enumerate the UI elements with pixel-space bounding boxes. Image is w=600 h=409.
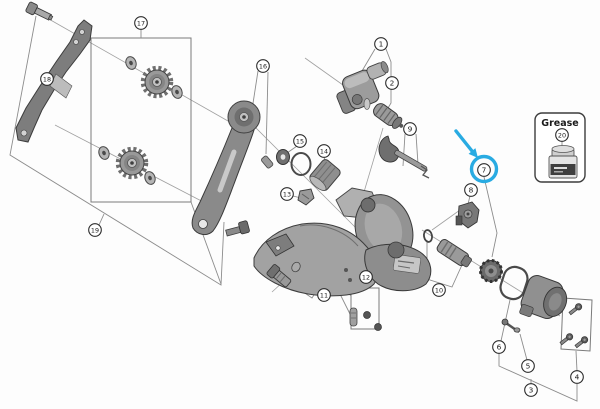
cage-stopper-bolt [225, 220, 250, 237]
cable-fixing-bolt [501, 318, 521, 334]
callout-18: 18 [40, 72, 54, 86]
svg-text:13: 13 [283, 190, 291, 198]
svg-text:4: 4 [575, 372, 580, 381]
callout-10: 10 [432, 283, 446, 297]
svg-text:11: 11 [320, 291, 328, 299]
leader-lines [9, 15, 593, 402]
bracket-tab [265, 233, 295, 257]
callout-9: 9 [403, 122, 417, 136]
callout-1: 1 [374, 37, 388, 51]
callout-16: 16 [256, 59, 270, 73]
motor-cover [519, 275, 568, 319]
callout-13: 13 [280, 187, 294, 201]
highlight [454, 129, 499, 184]
callout-17: 17 [134, 16, 148, 30]
svg-text:9: 9 [408, 124, 413, 133]
pivot-bushing [309, 159, 341, 191]
callout-8: 8 [464, 183, 478, 197]
lower-pulley-set [96, 144, 158, 187]
svg-text:7: 7 [482, 165, 487, 174]
plate-mount-bolt [25, 1, 54, 21]
adjust-screws [349, 307, 382, 331]
upper-pulley-set [123, 54, 185, 101]
highlight-circle [469, 154, 499, 184]
callout-15: 15 [293, 134, 307, 148]
callout-6: 6 [492, 340, 506, 354]
svg-text:3: 3 [529, 385, 534, 394]
small-spring [420, 165, 430, 179]
large-o-ring [290, 152, 312, 176]
svg-text:2: 2 [390, 78, 395, 87]
inner-cage-plate [15, 19, 93, 143]
clutch-piston [436, 238, 472, 268]
svg-text:6: 6 [497, 342, 502, 351]
stopper-pin-bolt [266, 261, 301, 288]
svg-text:19: 19 [91, 226, 99, 234]
callout-5: 5 [521, 359, 535, 373]
svg-text:8: 8 [469, 185, 474, 194]
b-tension-hook [378, 135, 430, 179]
switch-unit [455, 201, 480, 229]
cage-pin [261, 155, 274, 169]
callout-20: 20 [555, 128, 569, 142]
highlight-arrowhead [468, 148, 478, 158]
callout-3: 3 [524, 383, 538, 397]
small-o-ring [423, 229, 433, 243]
cover-screws-box [560, 297, 593, 352]
outer-cage-plate [191, 100, 274, 237]
svg-text:12: 12 [362, 273, 370, 281]
callout-4: 4 [570, 370, 584, 384]
svg-text:10: 10 [435, 286, 443, 294]
grease-box: Grease [534, 112, 586, 183]
clutch-knob [479, 259, 503, 283]
svg-text:1: 1 [379, 39, 384, 48]
callout-2: 2 [385, 76, 399, 90]
cable-adjust-barrel [373, 103, 404, 129]
grease-label: Grease [541, 118, 578, 129]
spec-panel [392, 254, 422, 274]
cover-gasket [499, 265, 529, 301]
callout-7: 7 [477, 163, 491, 177]
seal-washer [276, 149, 290, 165]
svg-text:17: 17 [137, 19, 145, 27]
svg-text:15: 15 [296, 137, 304, 145]
callout-11: 11 [317, 288, 331, 302]
bracket-axle-unit [336, 61, 389, 114]
callout-19: 19 [88, 223, 102, 237]
svg-text:16: 16 [259, 62, 267, 70]
svg-text:5: 5 [526, 361, 531, 370]
svg-text:14: 14 [320, 147, 328, 155]
highlight-arrow [454, 129, 474, 153]
stopper-plate [297, 188, 315, 206]
svg-text:20: 20 [558, 131, 566, 139]
grease-jar-icon [548, 145, 578, 179]
pulley-group-box [90, 37, 192, 203]
callout-12: 12 [359, 270, 373, 284]
callout-14: 14 [317, 144, 331, 158]
svg-text:18: 18 [43, 75, 51, 83]
